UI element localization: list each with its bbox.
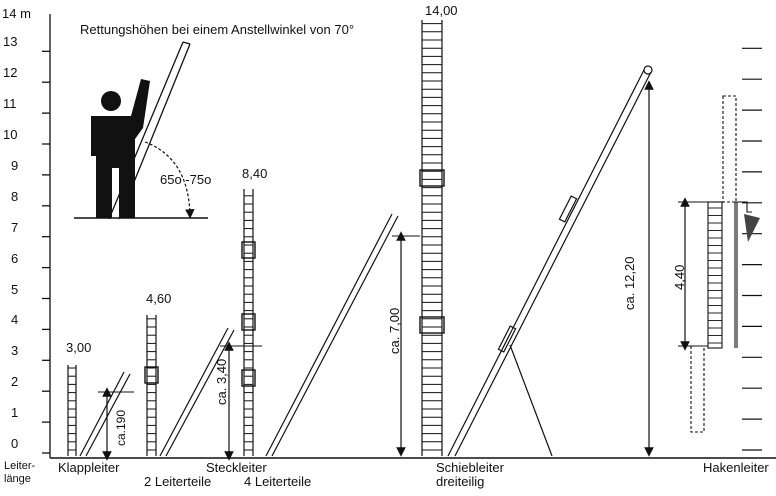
- schiebleiter-lean: [447, 65, 653, 457]
- hook-bracket: [744, 214, 760, 242]
- scale-tick-label: 4: [11, 312, 19, 328]
- scale-tick-label: 2: [11, 374, 19, 390]
- scale-tick-label: 8: [11, 188, 19, 204]
- haken-height: 4,40: [672, 264, 687, 290]
- schiebleiter-vertical: [419, 20, 445, 456]
- caption-dreiteilig: dreiteilig: [436, 474, 485, 489]
- steck-height: ca. 3,40: [214, 358, 229, 405]
- scale-tick-label: 1: [11, 405, 19, 421]
- angle-label: 65o -75o: [160, 172, 212, 187]
- klapp-height: ca.190: [114, 409, 128, 446]
- scale-unit-label: 14 m: [2, 6, 31, 21]
- scale-tick-label: 3: [11, 343, 19, 359]
- caption-4-leiterteile: 4 Leiterteile: [244, 474, 312, 489]
- scale-tick-label: 10: [3, 127, 18, 142]
- steckleiter-2-lean: [159, 327, 235, 457]
- scale-tick-label: 11: [3, 96, 17, 112]
- diagram-title: Rettungshöhen bei einem Anstellwinkel vo…: [80, 22, 355, 37]
- steckleiter-4-lean: [265, 213, 399, 457]
- caption-klappleiter: Klappleiter: [58, 460, 120, 475]
- height-scale: [42, 14, 51, 458]
- steck4-length: 8,40: [242, 166, 268, 181]
- caption-hakenleiter: Hakenleiter: [703, 460, 769, 475]
- scale-ticks: [42, 50, 50, 454]
- angle-arc: [144, 141, 195, 219]
- person-figure: [91, 79, 150, 218]
- steckleiter-4-vertical: [241, 189, 256, 456]
- steck2-length: 4,60: [146, 291, 172, 306]
- scale-tick-label: 9: [11, 157, 19, 173]
- scale-footer-1: Leiter-: [4, 460, 36, 472]
- scale-tick-label: 5: [11, 281, 19, 297]
- schiebe-height: ca. 7,00: [387, 307, 402, 354]
- schiebe-lean-height: ca. 12,20: [622, 256, 637, 311]
- caption-2-leiterteile: 2 Leiterteile: [144, 474, 212, 489]
- scale-tick-label: 12: [3, 65, 18, 81]
- scale-footer-2: länge: [4, 473, 31, 485]
- klapp-length: 3,00: [66, 340, 92, 355]
- steckleiter-2-vertical: [144, 315, 159, 456]
- scale-tick-label: 13: [3, 34, 18, 50]
- hakenleiter: [690, 95, 752, 433]
- inset-ladder: [108, 41, 191, 220]
- caption-steckleiter: Steckleiter: [206, 460, 267, 475]
- caption-schiebleiter: Schiebleiter: [436, 460, 504, 475]
- scale-tick-label: 6: [11, 250, 19, 266]
- klappleiter-vertical: [67, 365, 77, 456]
- schiebe-length: 14,00: [425, 3, 458, 18]
- scale-tick-label: 7: [11, 219, 19, 235]
- right-scale-ticks: [742, 47, 762, 451]
- scale-tick-label: 0: [11, 436, 19, 451]
